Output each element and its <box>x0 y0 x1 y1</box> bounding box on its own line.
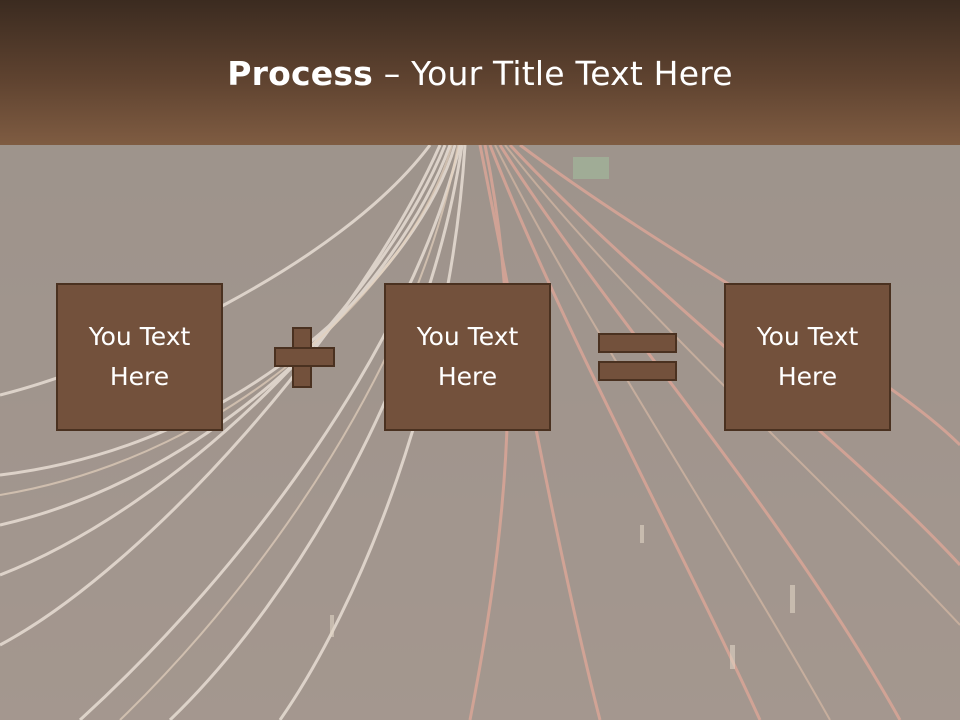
slide-title: Process – Your Title Text Here <box>0 52 960 96</box>
box-2-line-1: You Text <box>416 322 519 351</box>
process-box-3: You Text Here <box>724 283 891 431</box>
title-rest: – Your Title Text Here <box>373 54 733 93</box>
title-bold: Process <box>227 54 374 93</box>
title-bar: Process – Your Title Text Here <box>0 0 960 145</box>
process-box-1: You Text Here <box>56 283 223 431</box>
box-3-line-1: You Text <box>756 322 859 351</box>
box-3-line-2: Here <box>777 362 838 391</box>
plus-horizontal-bar <box>274 347 335 367</box>
box-2-line-2: Here <box>437 362 498 391</box>
box-1-line-2: Here <box>109 362 170 391</box>
equals-bottom-bar <box>598 361 677 381</box>
process-box-2: You Text Here <box>384 283 551 431</box>
box-1-line-1: You Text <box>88 322 191 351</box>
photo-tint-overlay <box>0 145 960 720</box>
equals-top-bar <box>598 333 677 353</box>
